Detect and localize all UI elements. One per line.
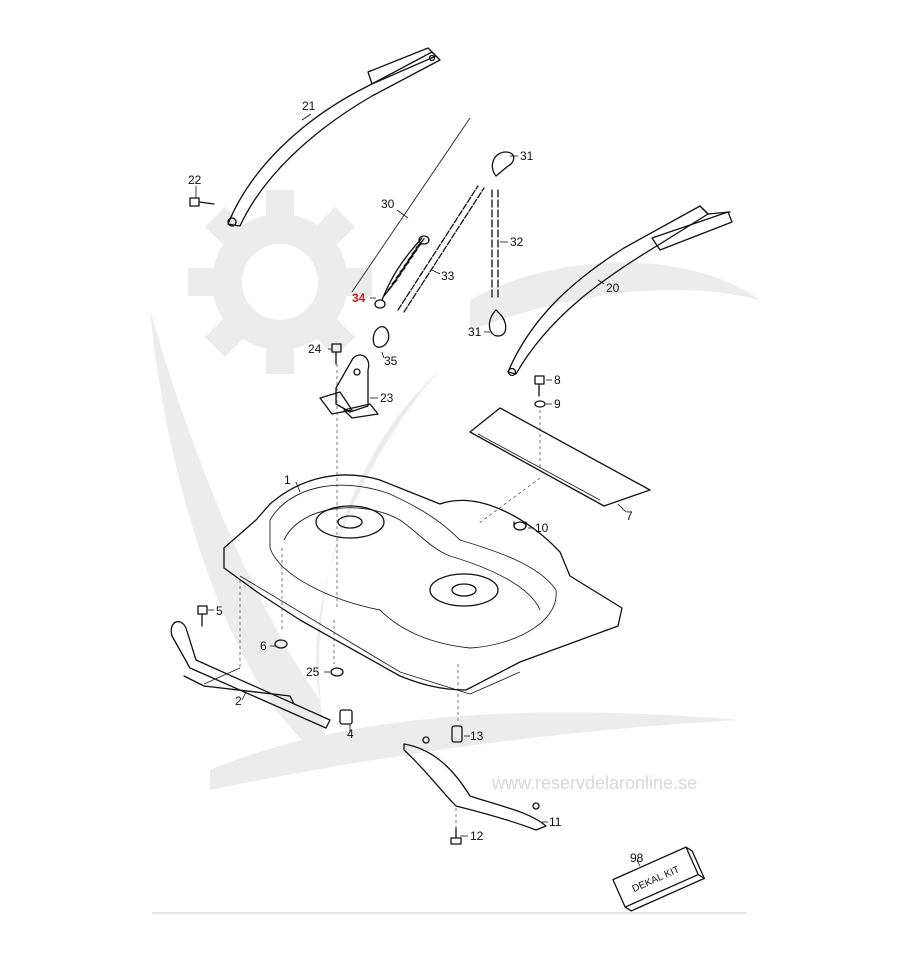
watermark-logo: www.reservdelaronline.se [150,190,760,793]
part-12-bolt [450,827,462,845]
part-8-bolt [534,375,545,397]
callout-25: 25 [306,665,320,679]
callout-98: 98 [630,851,644,865]
callout-21: 21 [302,99,316,113]
callout-7: 7 [626,509,633,523]
callout-35: 35 [384,354,398,368]
callout-23: 23 [380,391,394,405]
part-11-blade [403,736,547,831]
part-22-bolt [189,197,215,207]
part-23-bracket [319,354,379,419]
callout-31-top: 31 [520,149,534,163]
part-2-bar [170,620,331,729]
callout-11: 11 [549,815,562,829]
part-25-nut [330,667,344,677]
callout-24: 24 [308,342,322,356]
part-1-mower-deck [223,474,623,695]
callout-32: 32 [510,235,524,249]
part-35-link [372,326,390,348]
callout-8: 8 [554,373,561,387]
part-13-spindle [451,725,463,743]
callout-12: 12 [470,829,484,843]
callouts: 1 2 4 5 6 7 8 9 10 11 12 13 20 21 22 23 … [188,99,644,865]
part-6-nut [274,639,288,649]
callout-4: 4 [347,727,354,741]
callout-1: 1 [284,473,291,487]
part-20-lift-arm [507,205,733,377]
gear-icon [188,190,372,374]
callout-20: 20 [606,281,620,295]
callout-2: 2 [235,694,242,708]
part-31-clip-bottom [488,309,507,337]
part-34-spring [374,235,430,309]
part-98-decal-kit: DEKAL KIT [612,846,705,912]
callout-5: 5 [216,604,223,618]
part-24-bolt [331,343,342,365]
callout-31-bottom: 31 [468,325,482,339]
part-31-clip-top [491,151,515,177]
part-32-chain [491,189,499,301]
callout-9: 9 [554,397,561,411]
dash-line-7 [477,477,541,525]
part-5-bolt [197,605,208,627]
callout-34: 34 [352,291,366,305]
watermark-text: www.reservdelaronline.se [491,773,697,793]
callout-10: 10 [535,521,549,535]
part-4-cap [339,709,353,725]
leader-lines [195,113,641,867]
part-10-nut [513,521,527,531]
part-7-plate [469,407,651,507]
part-21-lift-arm [227,47,441,227]
callout-13: 13 [470,729,484,743]
part-33-chain [397,185,485,313]
callout-6: 6 [260,639,267,653]
part-30-line [351,117,471,293]
callout-30: 30 [381,197,395,211]
callout-33: 33 [441,269,455,283]
swoosh-shape [150,310,440,760]
part-9-washer [534,400,546,408]
callout-22: 22 [188,173,202,187]
